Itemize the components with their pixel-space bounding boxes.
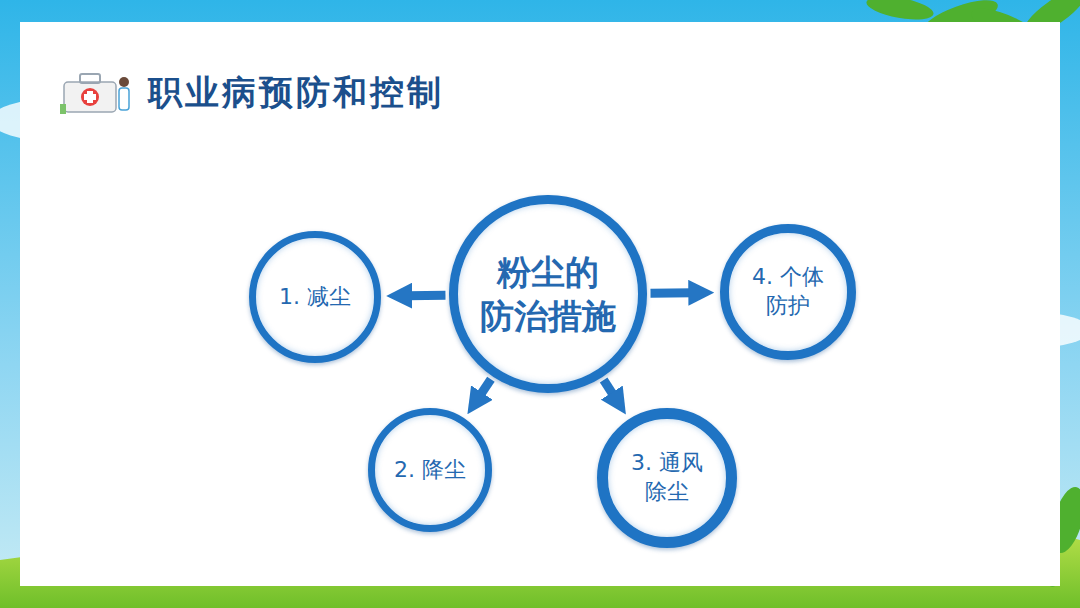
title-icon	[60, 74, 129, 114]
measure-label: 3. 通风 除尘	[623, 449, 711, 506]
flow-arrow	[407, 291, 445, 300]
flow-arrow	[479, 379, 491, 397]
measure-circle: 1. 减尘	[249, 231, 381, 363]
page-title: 职业病预防和控制	[148, 70, 444, 116]
measure-circle: 3. 通风 除尘	[597, 408, 738, 549]
measure-circle: 2. 降尘	[368, 408, 492, 532]
measure-label: 1. 减尘	[279, 283, 351, 312]
flow-arrow	[650, 288, 693, 297]
measure-circle: 4. 个体 防护	[720, 224, 857, 361]
panel	[20, 22, 1060, 586]
hub-circle: 粉尘的 防治措施	[449, 195, 646, 392]
hub-label: 粉尘的 防治措施	[478, 250, 617, 338]
measure-label: 4. 个体 防护	[744, 263, 832, 320]
flow-arrow	[604, 380, 615, 397]
measure-label: 2. 降尘	[394, 456, 466, 485]
